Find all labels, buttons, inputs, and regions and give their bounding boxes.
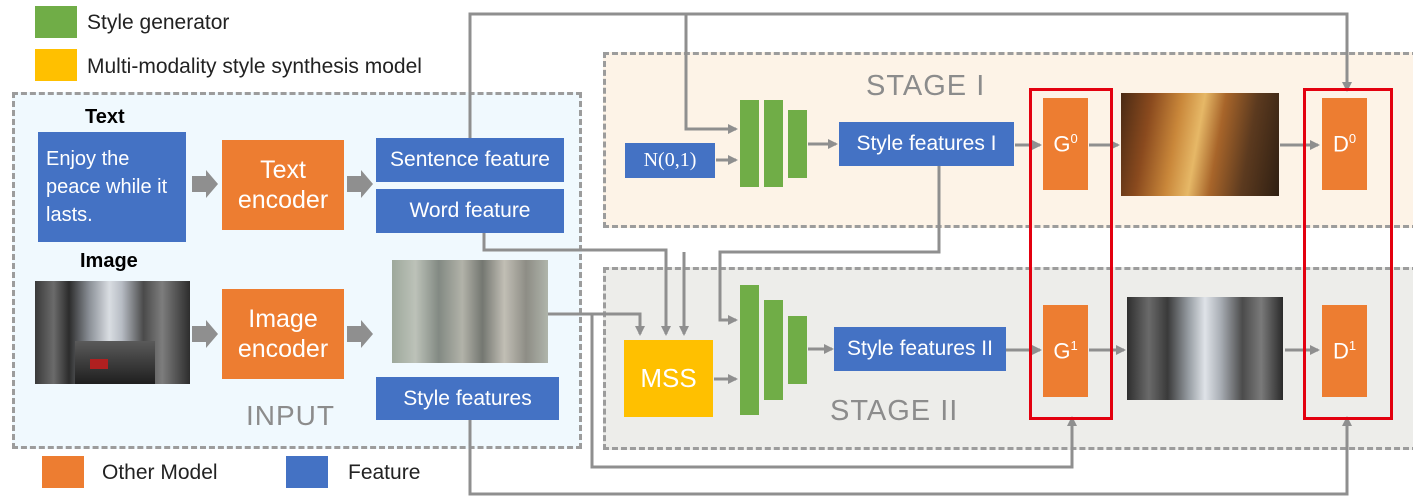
legend-label-style-generator: Style generator xyxy=(87,11,230,34)
word-feature-box: Word feature xyxy=(376,189,564,233)
generator2-bar-3 xyxy=(788,316,807,384)
mss-label: MSS xyxy=(640,363,697,393)
legend-label-mss: Multi-modality style synthesis model xyxy=(87,55,422,78)
generator-highlight xyxy=(1029,88,1113,420)
text-sample-box: Enjoy the peace while it lasts. xyxy=(38,132,186,242)
generator2-bar-2 xyxy=(764,300,783,400)
style-features-1-label: Style features I xyxy=(856,132,997,155)
sentence-feature-box: Sentence feature xyxy=(376,138,564,182)
legend-label-other-model: Other Model xyxy=(102,461,218,484)
style-feature-map xyxy=(392,260,548,363)
stage2-output-image xyxy=(1127,297,1283,400)
d0-box: D0 xyxy=(1322,98,1367,190)
style-features-label: Style features xyxy=(403,386,532,410)
legend-swatch-other-model xyxy=(42,456,84,488)
g0-label: G0 xyxy=(1053,130,1078,157)
g1-box: G1 xyxy=(1043,305,1088,397)
d0-label: D0 xyxy=(1332,130,1357,157)
style-features-2-box: Style features II xyxy=(834,327,1006,371)
legend-swatch-feature xyxy=(286,456,328,488)
mss-box: MSS xyxy=(624,340,713,417)
text-encoder-label: Text encoder xyxy=(237,156,329,214)
legend-swatch-style-generator xyxy=(35,6,77,38)
input-image xyxy=(35,281,190,384)
style-features-box: Style features xyxy=(376,377,559,420)
noise-label: N(0,1) xyxy=(643,149,697,171)
discriminator-highlight xyxy=(1303,88,1393,420)
text-encoder-box: Text encoder xyxy=(222,140,344,230)
text-heading: Text xyxy=(85,106,125,128)
generator1-bar-3 xyxy=(788,110,807,178)
text-sample: Enjoy the peace while it lasts. xyxy=(46,148,168,226)
legend-swatch-mss xyxy=(35,49,77,81)
g0-box: G0 xyxy=(1043,98,1088,190)
input-region-label: INPUT xyxy=(246,400,335,431)
image-encoder-box: Image encoder xyxy=(222,289,344,379)
d1-box: D1 xyxy=(1322,305,1367,397)
style-features-1-box: Style features I xyxy=(839,122,1014,166)
sentence-feature-label: Sentence feature xyxy=(390,148,550,171)
generator1-bar-2 xyxy=(764,100,783,187)
noise-box: N(0,1) xyxy=(625,143,715,178)
stage2-label: STAGE II xyxy=(830,395,959,427)
style-features-2-label: Style features II xyxy=(847,337,993,360)
d1-label: D1 xyxy=(1332,337,1357,364)
image-encoder-label: Image encoder xyxy=(237,305,329,363)
legend-label-feature: Feature xyxy=(348,461,421,484)
generator2-bar-1 xyxy=(740,285,759,415)
generator1-bar-1 xyxy=(740,100,759,187)
image-heading: Image xyxy=(80,250,138,272)
g1-label: G1 xyxy=(1053,337,1078,364)
word-feature-label: Word feature xyxy=(409,199,531,222)
stage1-label: STAGE I xyxy=(866,70,986,102)
stage1-output-image xyxy=(1121,93,1279,196)
